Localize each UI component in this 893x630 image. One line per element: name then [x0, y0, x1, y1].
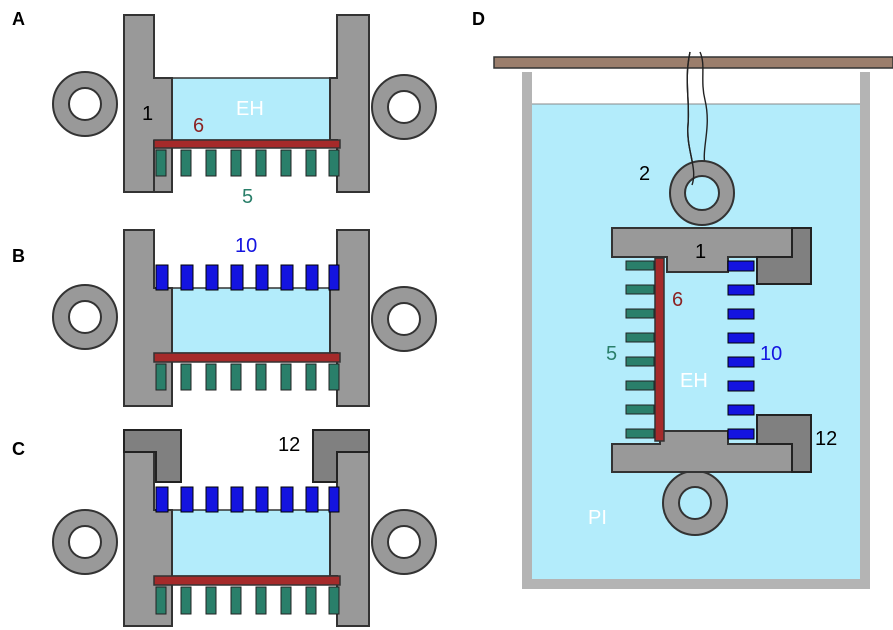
clamp-top: [756, 227, 812, 285]
right-clamp: [312, 429, 370, 483]
right-ring: [371, 286, 437, 352]
label-hook-ring-d: 2: [639, 163, 650, 185]
label-clamp-d: 12: [815, 428, 837, 450]
left-ring: [52, 509, 118, 575]
label-membrane-a: 6: [193, 115, 204, 137]
right-ring: [371, 509, 437, 575]
clamp-bottom: [756, 414, 812, 473]
left-clamp: [123, 429, 182, 483]
panel-a: A 1 6 EH 5: [12, 9, 437, 208]
panel-label-c: C: [12, 439, 25, 459]
label-stalks-a: 5: [242, 186, 253, 208]
electrode-bars: [727, 260, 755, 440]
panel-label-a: A: [12, 9, 25, 29]
membrane: [153, 139, 341, 149]
left-ring: [52, 71, 118, 137]
membrane: [654, 257, 665, 442]
membrane: [153, 352, 341, 363]
label-holder-a: 1: [142, 103, 153, 125]
liquid-eh: [171, 287, 331, 354]
membrane-stalks: [155, 586, 340, 615]
label-eh-a: EH: [236, 98, 264, 120]
left-ring: [52, 284, 118, 350]
label-electrodes-d: 10: [760, 343, 782, 365]
bottom-ring: [662, 470, 728, 536]
string-front: [686, 51, 695, 186]
electrode-bars: [155, 486, 340, 513]
liquid-eh: [171, 509, 331, 577]
liquid-eh: [171, 77, 331, 141]
membrane-stalks: [625, 260, 655, 439]
hook-ring: [669, 160, 735, 226]
membrane-stalks: [155, 363, 340, 391]
label-eh-d: EH: [680, 370, 708, 392]
electrode-bars: [155, 264, 340, 291]
membrane-stalks: [155, 149, 340, 177]
label-clamp-c: 12: [278, 434, 300, 456]
right-ring: [371, 74, 437, 140]
label-pi-d: PI: [588, 507, 607, 529]
membrane: [153, 575, 341, 586]
label-holder-d: 1: [695, 241, 706, 263]
panel-d: D: [472, 9, 893, 589]
label-membrane-d: 6: [672, 289, 683, 311]
label-stalks-d: 5: [606, 343, 617, 365]
panel-b: B: [12, 229, 437, 407]
panel-label-d: D: [472, 9, 485, 29]
label-electrodes-b: 10: [235, 235, 257, 257]
lid-bar: [493, 56, 893, 69]
panel-label-b: B: [12, 246, 25, 266]
panel-c: C: [12, 429, 437, 627]
